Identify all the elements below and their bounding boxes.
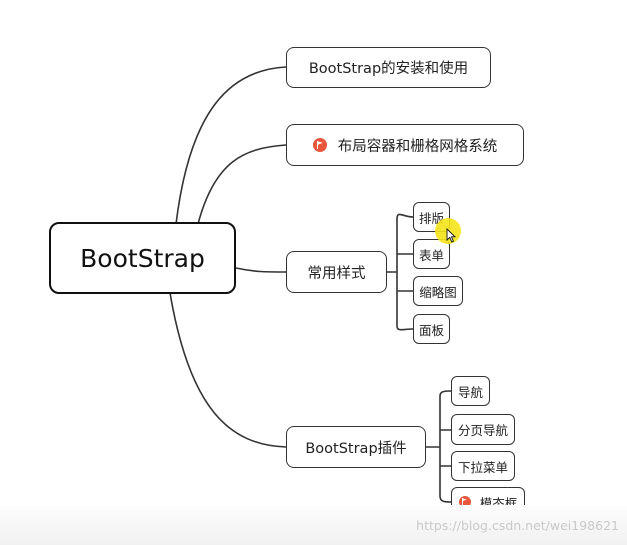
leaf-thumbnails[interactable]: 缩略图: [413, 276, 463, 306]
red-flag-icon: [312, 138, 327, 152]
leaf-thumbnails-label: 缩略图: [419, 284, 457, 300]
root-node-label: BootStrap: [80, 243, 205, 273]
branch-plugins-label: BootStrap插件: [305, 440, 407, 457]
leaf-forms[interactable]: 表单: [413, 239, 450, 269]
branch-install-usage[interactable]: BootStrap的安装和使用: [286, 47, 491, 88]
connector-root-install: [175, 66, 287, 225]
connector-root-layout: [197, 144, 287, 225]
branch-common-styles[interactable]: 常用样式: [286, 251, 387, 293]
connector-plugins-children: [426, 390, 452, 503]
connector-styles-children: [387, 213, 414, 331]
leaf-navigation-label: 导航: [457, 384, 483, 400]
branch-layout-grid-label: 布局容器和栅格网格系统: [337, 138, 498, 155]
branch-layout-grid[interactable]: 布局容器和栅格网格系统: [286, 124, 524, 166]
bottom-bar: [0, 505, 627, 545]
root-node[interactable]: BootStrap: [49, 222, 236, 294]
branch-common-styles-label: 常用样式: [307, 265, 366, 282]
leaf-pagination-label: 分页导航: [457, 423, 508, 438]
connector-root-plugins: [169, 292, 287, 448]
leaf-dropdown[interactable]: 下拉菜单: [451, 451, 515, 481]
leaf-pagination[interactable]: 分页导航: [451, 414, 515, 445]
branch-install-usage-label: BootStrap的安装和使用: [308, 61, 469, 77]
mouse-pointer-icon: [446, 228, 456, 243]
connector-root-styles: [235, 267, 287, 273]
leaf-panels[interactable]: 面板: [413, 314, 450, 344]
branch-plugins[interactable]: BootStrap插件: [286, 426, 426, 468]
leaf-navigation[interactable]: 导航: [451, 376, 490, 406]
leaf-forms-label: 表单: [418, 247, 444, 263]
leaf-dropdown-label: 下拉菜单: [457, 459, 508, 475]
watermark-text: https://blog.csdn.net/wei198621: [416, 518, 619, 533]
leaf-panels-label: 面板: [418, 322, 444, 338]
